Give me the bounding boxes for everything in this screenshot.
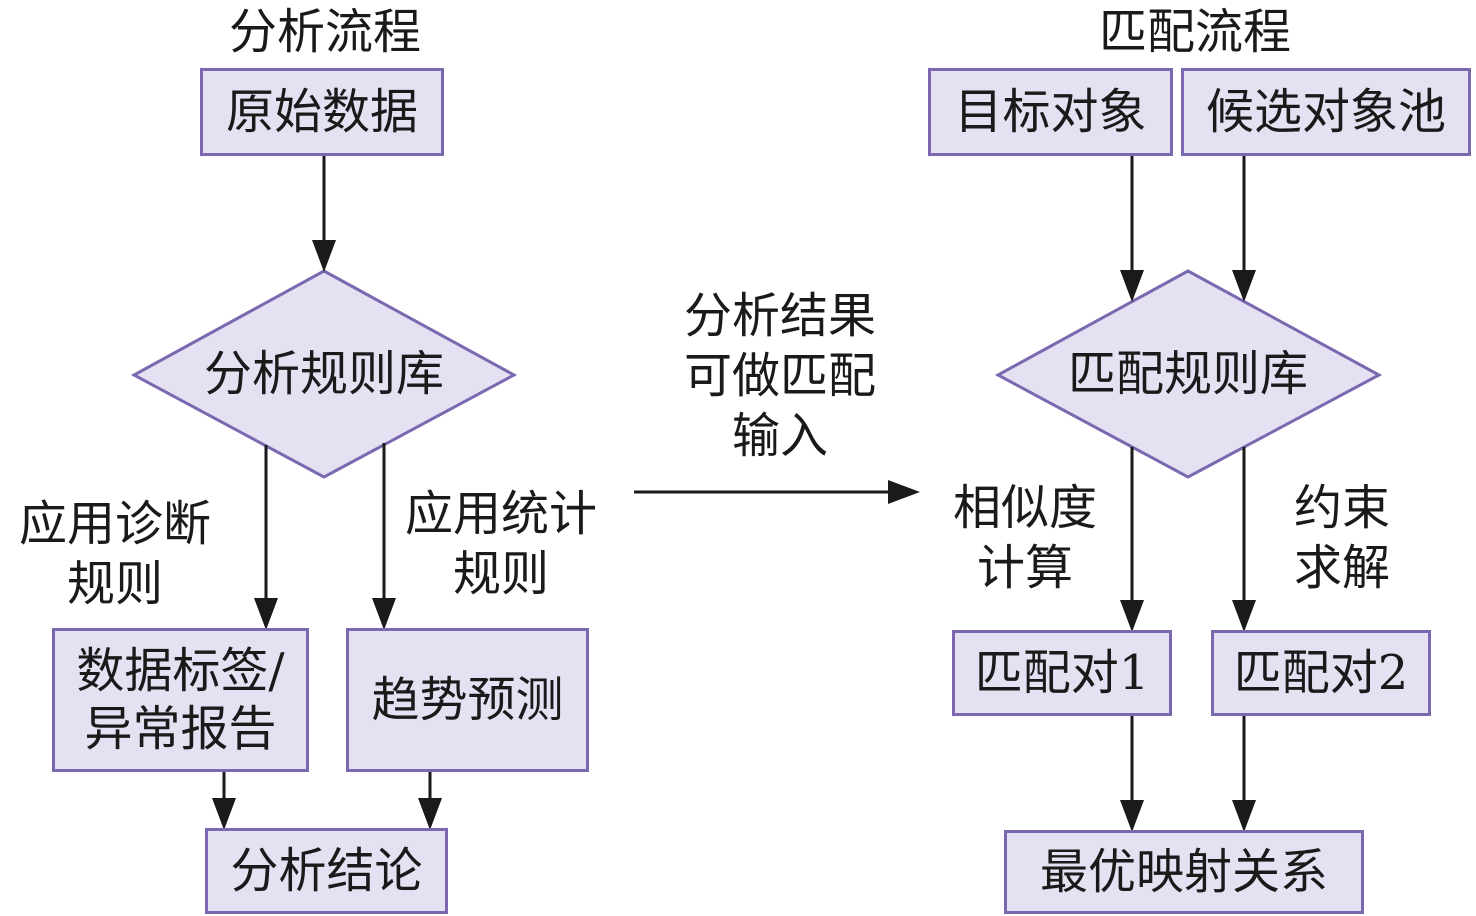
bridge-label: 分析结果 可做匹配 输入 [683, 288, 876, 464]
analysis-rule-base-diamond [130, 269, 518, 479]
arrow-trend-to-conclusion [418, 772, 442, 830]
arrow-target-to-rulebase [1120, 155, 1144, 302]
target-object-node: 目标对象 [928, 68, 1173, 156]
statistical-rules-edge-label: 应用统计 规则 [404, 486, 597, 602]
diagnostic-rules-edge-label: 应用诊断 规则 [18, 496, 211, 612]
labels-report-node: 数据标签/ 异常报告 [52, 628, 309, 772]
candidate-pool-node: 候选对象池 [1181, 68, 1471, 156]
constraint-edge-label: 约束 求解 [1293, 480, 1390, 596]
similarity-edge-label: 相似度 计算 [952, 480, 1097, 596]
arrow-rulebase-to-trend [372, 443, 396, 630]
arrow-pool-to-rulebase [1232, 155, 1256, 302]
match-pair-2-node: 匹配对2 [1211, 630, 1431, 716]
arrow-rulebase-to-pair2 [1232, 447, 1256, 632]
match-pair-1-node: 匹配对1 [952, 630, 1172, 716]
optimal-mapping-node: 最优映射关系 [1004, 830, 1364, 914]
arrow-rulebase-to-pair1 [1120, 447, 1144, 632]
analysis-rule-base-label: 分析规则库 [203, 346, 444, 402]
arrow-rulebase-to-labels [254, 445, 278, 630]
arrow-labels-to-conclusion [212, 772, 236, 830]
arrow-pair2-to-result [1232, 714, 1256, 832]
matching-flow-title: 匹配流程 [1098, 4, 1291, 60]
arrow-raw-to-rulebase [312, 155, 336, 272]
analysis-conclusion-node: 分析结论 [205, 828, 448, 914]
raw-data-node: 原始数据 [200, 68, 444, 156]
matching-rule-base-label: 匹配规则库 [1067, 346, 1308, 402]
arrow-analysis-to-matching [634, 480, 920, 504]
arrow-pair1-to-result [1120, 714, 1144, 832]
trend-forecast-node: 趋势预测 [346, 628, 589, 772]
analysis-flow-title: 分析流程 [228, 4, 421, 60]
matching-rule-base-diamond [994, 269, 1383, 479]
